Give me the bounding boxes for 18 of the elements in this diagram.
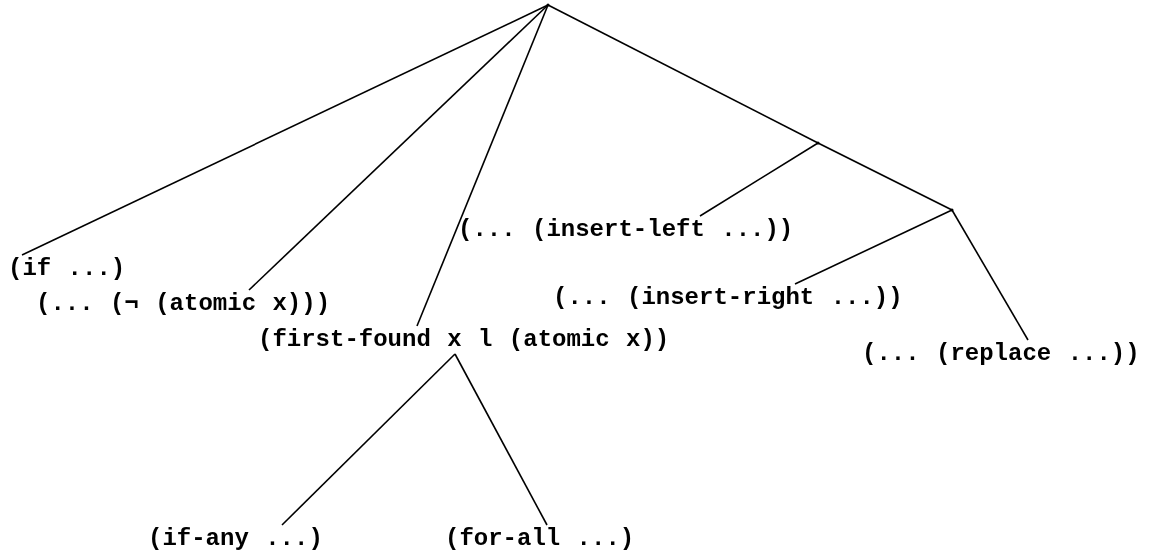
tree-branch xyxy=(547,4,819,144)
tree-branch xyxy=(248,4,549,291)
tree-branch xyxy=(951,209,1029,341)
code-expression: (if-any ...) xyxy=(148,525,323,553)
tree-branch xyxy=(454,353,548,526)
tree-branch xyxy=(416,4,549,327)
tree-branch xyxy=(794,209,953,285)
code-expression: (for-all ...) xyxy=(445,525,635,553)
code-expression: (first-found x l (atomic x)) xyxy=(258,326,670,354)
code-expression: (... (insert-right ...)) xyxy=(553,284,903,312)
code-expression: (... (replace ...)) xyxy=(862,340,1140,368)
code-expression: (if ...) xyxy=(8,255,126,283)
tree-branch xyxy=(21,4,549,256)
tree-branch xyxy=(699,142,819,217)
tree-branch xyxy=(817,142,953,211)
tree-branch xyxy=(281,353,456,526)
code-expression: (... (insert-left ...)) xyxy=(458,216,794,244)
code-expression: (... (¬ (atomic x))) xyxy=(36,290,331,318)
